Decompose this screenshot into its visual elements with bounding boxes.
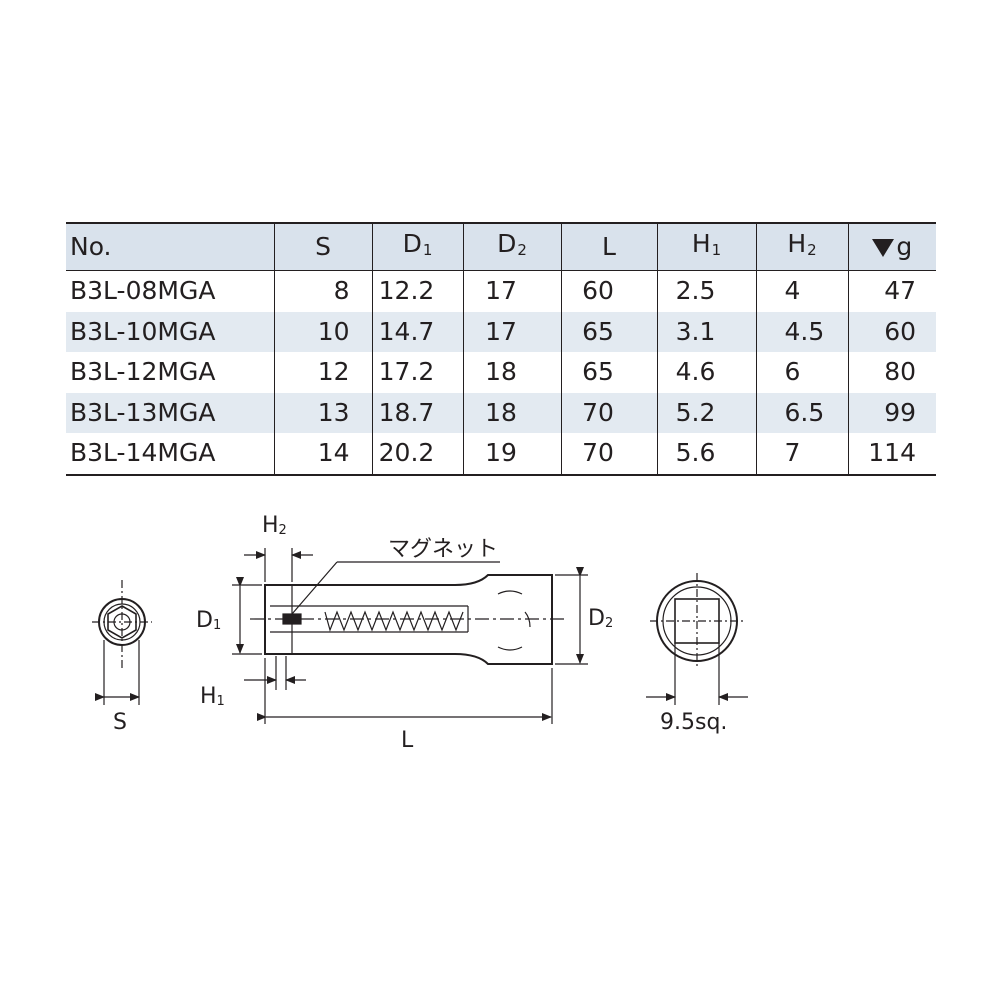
d2-label: D2 xyxy=(588,606,614,631)
cell-h2: 4.5 xyxy=(756,311,849,352)
cell-g: 99 xyxy=(884,397,916,427)
l-label: L xyxy=(401,728,414,753)
header-d1-main: D xyxy=(402,229,422,258)
header-h2-sub: 2 xyxy=(807,241,817,259)
cell-s: 14 xyxy=(274,433,373,475)
cell-d1: 17.2 xyxy=(372,352,464,393)
weight-triangle-icon xyxy=(872,239,895,257)
cell-h2: 7 xyxy=(756,433,849,475)
cell-d2: 17 xyxy=(463,311,562,352)
square-drive-label: 9.5sq. xyxy=(660,710,728,735)
cell-l: 65 xyxy=(561,311,658,352)
cell-no: B3L-08MGA xyxy=(66,270,275,312)
header-d2-sub: 2 xyxy=(517,241,527,259)
cell-h2: 6 xyxy=(756,352,849,393)
socket-side-view xyxy=(232,548,588,724)
cell-h2: 6.5 xyxy=(756,392,849,433)
cell-h1: 5.2 xyxy=(657,392,757,433)
cell-h2: 4 xyxy=(756,270,849,312)
header-d2-main: D xyxy=(497,229,517,258)
d2-label-sub: 2 xyxy=(604,616,614,631)
header-no: No. xyxy=(66,223,275,271)
cell-l: 70 xyxy=(561,392,658,433)
hex-end-view xyxy=(92,580,152,705)
cell-s: 13 xyxy=(274,392,373,433)
cell-d1: 14.7 xyxy=(372,311,464,352)
d1-label-main: D xyxy=(196,608,213,633)
h2-label-sub: 2 xyxy=(278,523,287,538)
cell-no: B3L-14MGA xyxy=(66,433,275,475)
header-h2-main: H xyxy=(787,229,807,258)
header-l: L xyxy=(561,223,658,271)
cell-l: 60 xyxy=(561,270,658,312)
cell-d1: 18.7 xyxy=(372,392,464,433)
header-s: S xyxy=(274,223,373,271)
cell-d1: 12.2 xyxy=(372,270,464,312)
cell-g: 47 xyxy=(884,276,916,306)
cell-d1: 20.2 xyxy=(372,433,464,475)
header-h1-main: H xyxy=(691,229,711,258)
cell-d2: 17 xyxy=(463,270,562,312)
cell-h1: 2.5 xyxy=(657,270,757,312)
header-h1: H1 xyxy=(657,223,757,271)
cell-s: 10 xyxy=(274,311,373,352)
cell-h1: 5.6 xyxy=(657,433,757,475)
cell-d2: 18 xyxy=(463,392,562,433)
cell-no: B3L-12MGA xyxy=(66,352,275,393)
cell-g: 114 xyxy=(868,438,916,468)
cell-g: 80 xyxy=(884,357,916,387)
header-h1-sub: 1 xyxy=(711,241,722,259)
header-h2: H2 xyxy=(756,223,849,271)
cell-d2: 19 xyxy=(463,433,562,475)
header-d2: D2 xyxy=(463,223,562,271)
cell-h1: 4.6 xyxy=(657,352,757,393)
h2-label: H2 xyxy=(262,513,287,538)
header-weight: g xyxy=(848,223,936,271)
magnet-label: マグネット xyxy=(388,537,499,562)
cell-s: 12 xyxy=(274,352,373,393)
cell-no: B3L-10MGA xyxy=(66,311,275,352)
h1-label-main: H xyxy=(200,684,217,709)
cell-no: B3L-13MGA xyxy=(66,392,275,433)
cell-d2: 18 xyxy=(463,352,562,393)
d2-label-main: D xyxy=(588,606,605,631)
h2-label-main: H xyxy=(262,513,279,538)
h1-label-sub: 1 xyxy=(216,694,225,709)
cell-g: 60 xyxy=(884,316,916,346)
cell-s: 8 xyxy=(274,270,373,312)
header-d1: D1 xyxy=(372,223,464,271)
cell-l: 70 xyxy=(561,433,658,475)
header-weight-unit: g xyxy=(896,232,913,261)
table-header-row: No. S D1 D2 L H1 H2 g xyxy=(66,223,936,271)
d1-label: D1 xyxy=(196,608,222,633)
square-end-view xyxy=(646,573,748,705)
d1-label-sub: 1 xyxy=(212,618,222,633)
cell-l: 65 xyxy=(561,352,658,393)
cell-h1: 3.1 xyxy=(657,311,757,352)
s-label: S xyxy=(113,710,127,735)
h1-label: H1 xyxy=(200,684,225,709)
header-d1-sub: 1 xyxy=(422,241,433,259)
